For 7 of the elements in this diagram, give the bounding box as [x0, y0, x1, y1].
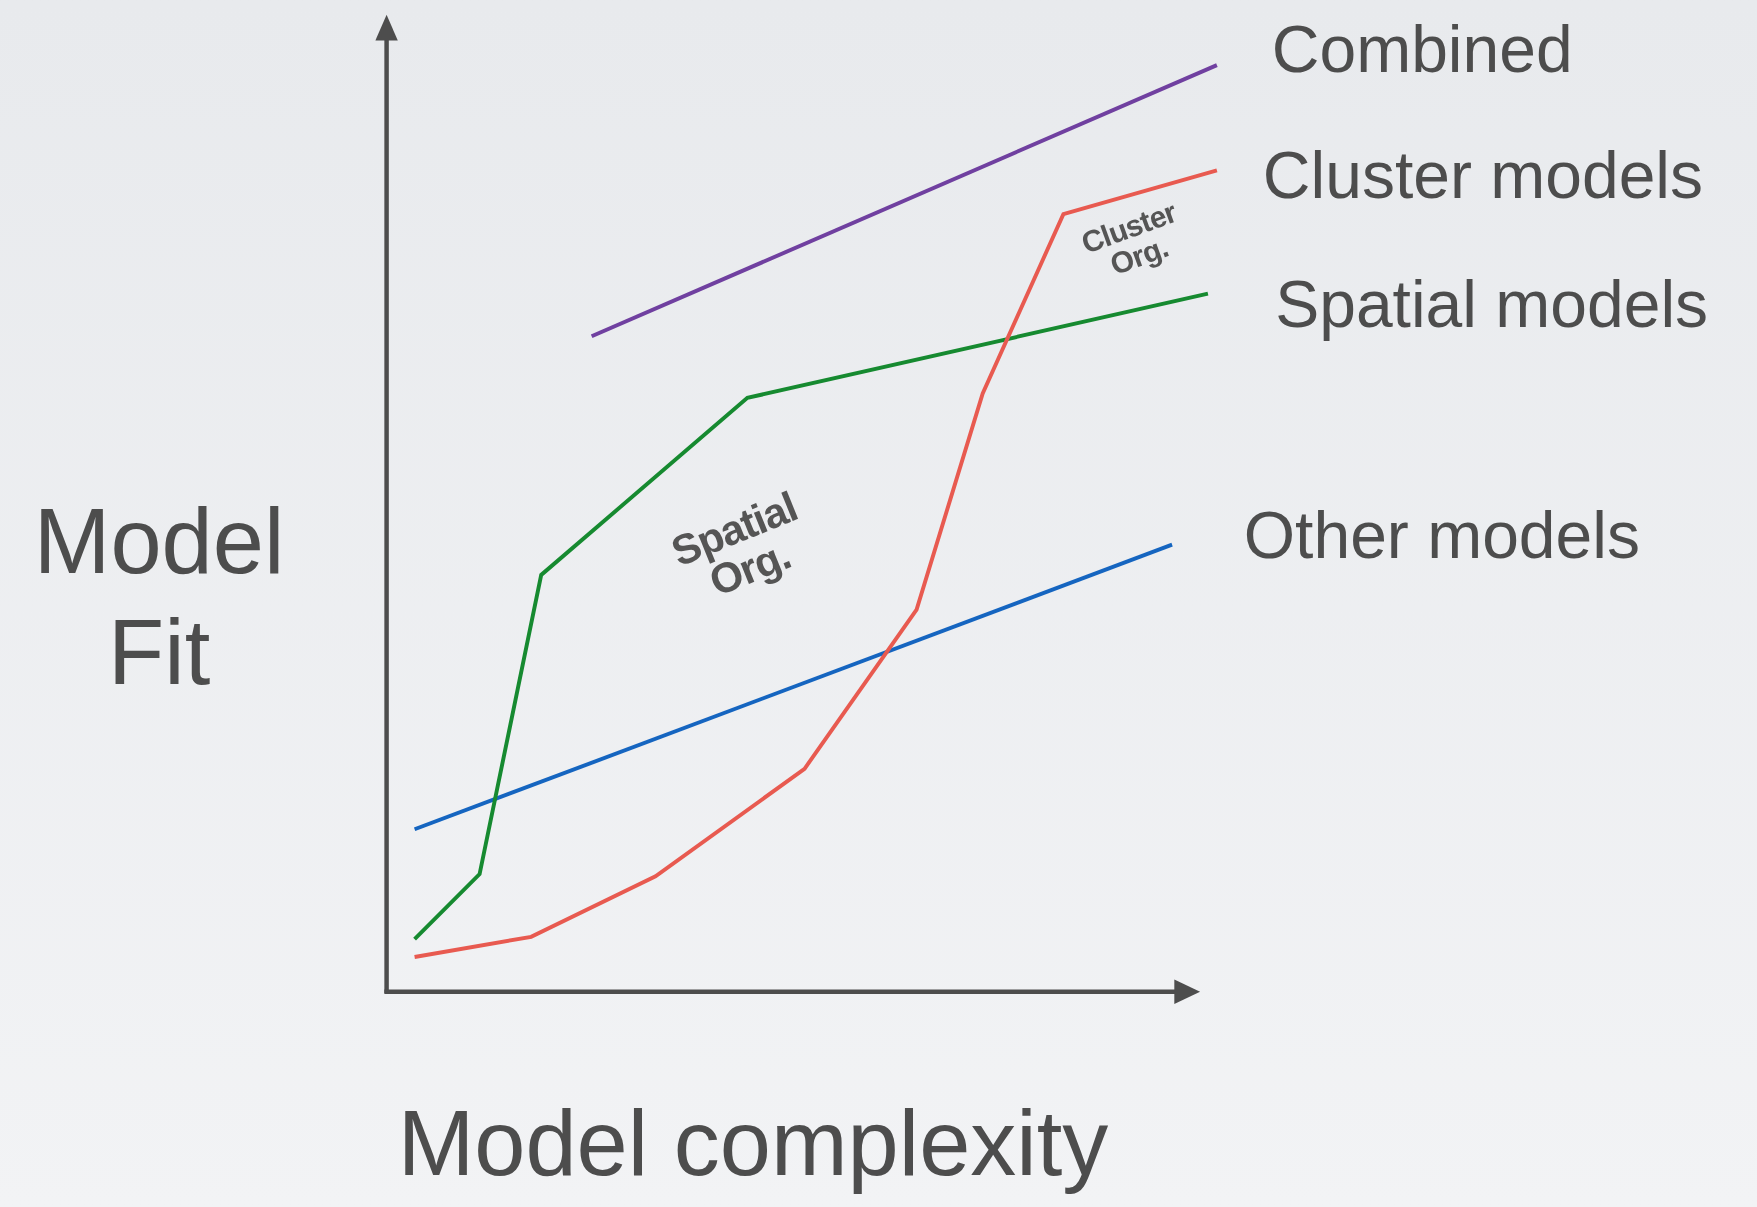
series-label: Cluster models	[1262, 137, 1703, 215]
series-label: Combined	[1271, 11, 1573, 89]
axis-title: Model Fit	[32, 488, 286, 705]
series-label: Spatial models	[1275, 266, 1709, 344]
series-label: Other models	[1243, 497, 1640, 574]
region-label: Cluster Org.	[1075, 194, 1182, 284]
axis-title: Model complexity	[396, 1090, 1110, 1196]
